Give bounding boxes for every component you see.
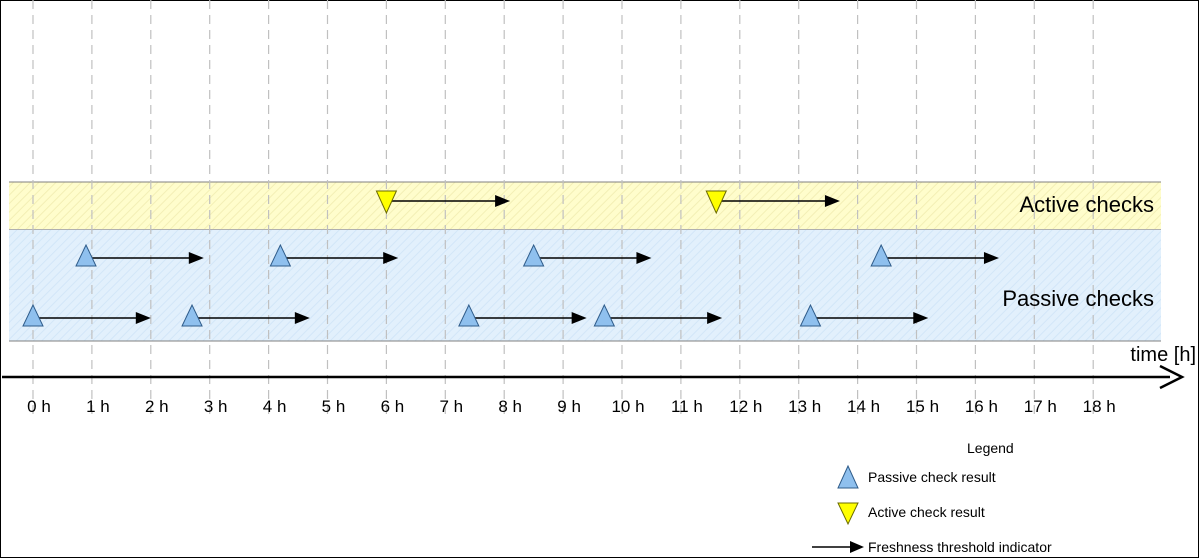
threshold-arrowhead — [495, 195, 511, 207]
tick-label: 15 h — [906, 397, 939, 416]
tick-label: 2 h — [145, 397, 169, 416]
tick-label: 16 h — [965, 397, 998, 416]
tick-label: 14 h — [847, 397, 880, 416]
time-grid — [32, 0, 1094, 420]
threshold-arrowhead — [983, 252, 999, 264]
passive-checks-label: Passive checks — [1002, 286, 1154, 311]
time-axis-tick-labels: 0 h 1 h 2 h 3 h 4 h 5 h 6 h 7 h 8 h 9 h 10 h 11 h 12… — [27, 397, 1116, 416]
passive-check-marker — [269, 243, 292, 267]
threshold-arrowhead — [913, 312, 929, 324]
active-checks-label: Active checks — [1020, 192, 1155, 217]
legend-threshold-label: Freshness threshold indicator — [868, 539, 1052, 555]
tick-label: 10 h — [611, 397, 644, 416]
threshold-arrowhead — [188, 252, 204, 264]
threshold-arrowhead — [383, 252, 399, 264]
tick-label: 3 h — [204, 397, 228, 416]
threshold-arrows — [35, 195, 999, 324]
tick-label: 7 h — [439, 397, 463, 416]
tick-label: 11 h — [671, 397, 703, 416]
passive-check-marker — [799, 303, 822, 327]
legend-active-triangle-icon — [837, 502, 859, 526]
check-markers — [22, 190, 892, 327]
tick-label: 0 h — [27, 397, 51, 416]
passive-check-marker — [870, 243, 892, 267]
time-axis-label: time [h] — [1130, 344, 1196, 366]
passive-check-marker — [75, 243, 97, 267]
tick-label: 18 h — [1083, 397, 1116, 416]
passive-check-marker — [593, 303, 616, 327]
legend-active-label: Active check result — [868, 504, 985, 520]
legend: Legend Passive check result Active check… — [812, 440, 1052, 555]
tick-label: 4 h — [263, 397, 287, 416]
active-check-marker — [705, 190, 728, 215]
passive-check-marker — [181, 303, 203, 327]
passive-checks-band — [9, 230, 1161, 341]
threshold-arrowhead — [636, 252, 652, 264]
tick-label: 9 h — [557, 397, 581, 416]
tick-label: 1 h — [86, 397, 110, 416]
time-axis-arrowhead — [1159, 364, 1185, 390]
threshold-arrowhead — [294, 312, 310, 324]
threshold-arrowhead — [571, 312, 587, 324]
active-checks-band — [9, 182, 1161, 229]
threshold-arrowhead — [135, 312, 151, 324]
legend-title: Legend — [967, 440, 1014, 456]
tick-label: 8 h — [498, 397, 522, 416]
passive-check-marker — [22, 303, 44, 327]
passive-check-marker — [522, 243, 545, 267]
tick-label: 5 h — [322, 397, 346, 416]
threshold-arrowhead — [824, 195, 840, 207]
tick-label: 17 h — [1024, 397, 1057, 416]
legend-passive-label: Passive check result — [868, 469, 996, 485]
legend-threshold-arrowhead-icon — [850, 541, 864, 553]
legend-passive-triangle-icon — [837, 464, 859, 489]
tick-label: 12 h — [729, 397, 762, 416]
tick-label: 13 h — [788, 397, 821, 416]
threshold-arrowhead — [707, 312, 723, 324]
tick-label: 6 h — [381, 397, 405, 416]
active-check-marker — [375, 190, 398, 215]
passive-check-marker — [458, 303, 480, 327]
